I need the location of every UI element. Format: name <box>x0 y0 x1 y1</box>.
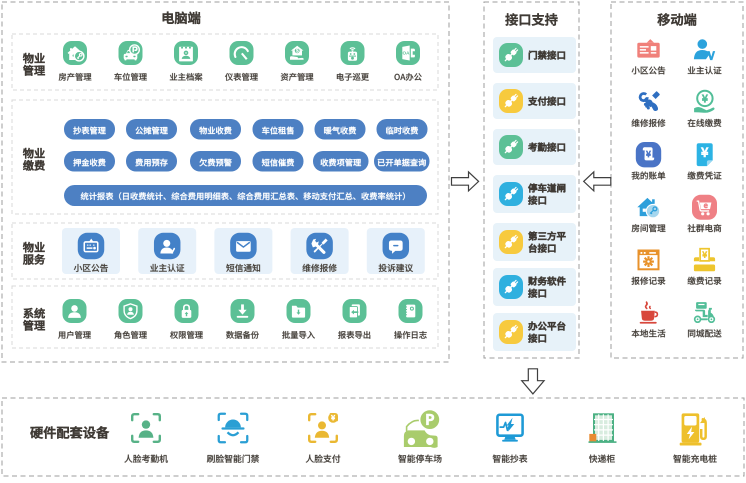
svg-text:$: $ <box>296 49 299 55</box>
svg-text:OA: OA <box>403 51 411 56</box>
